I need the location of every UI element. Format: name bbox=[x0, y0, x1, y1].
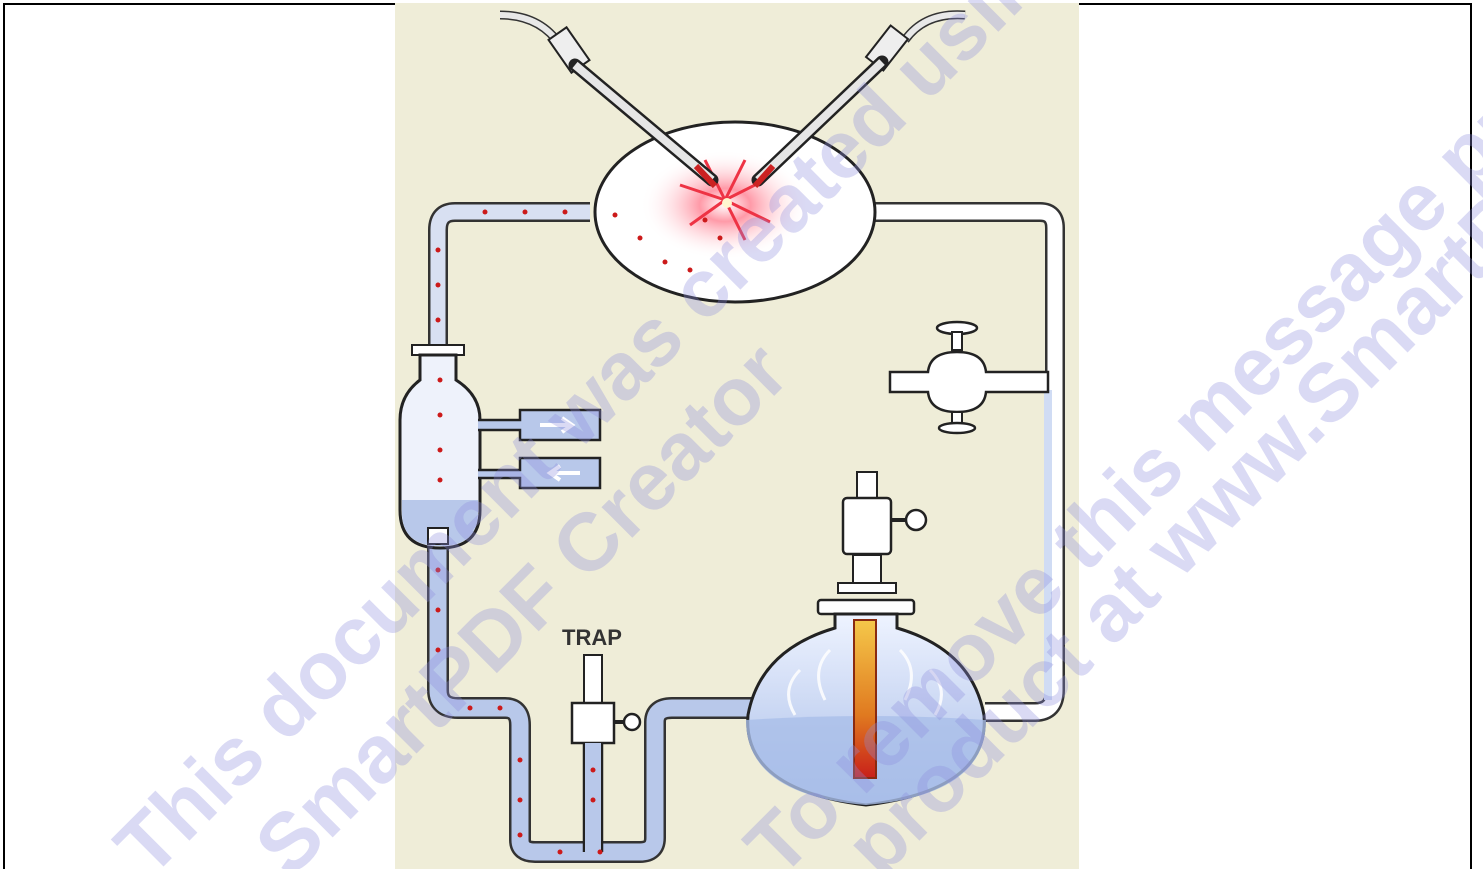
trap: TRAP bbox=[562, 625, 640, 852]
trap-label: TRAP bbox=[562, 625, 622, 650]
left-electrode bbox=[500, 15, 715, 186]
stopcock-valve bbox=[890, 322, 1048, 433]
